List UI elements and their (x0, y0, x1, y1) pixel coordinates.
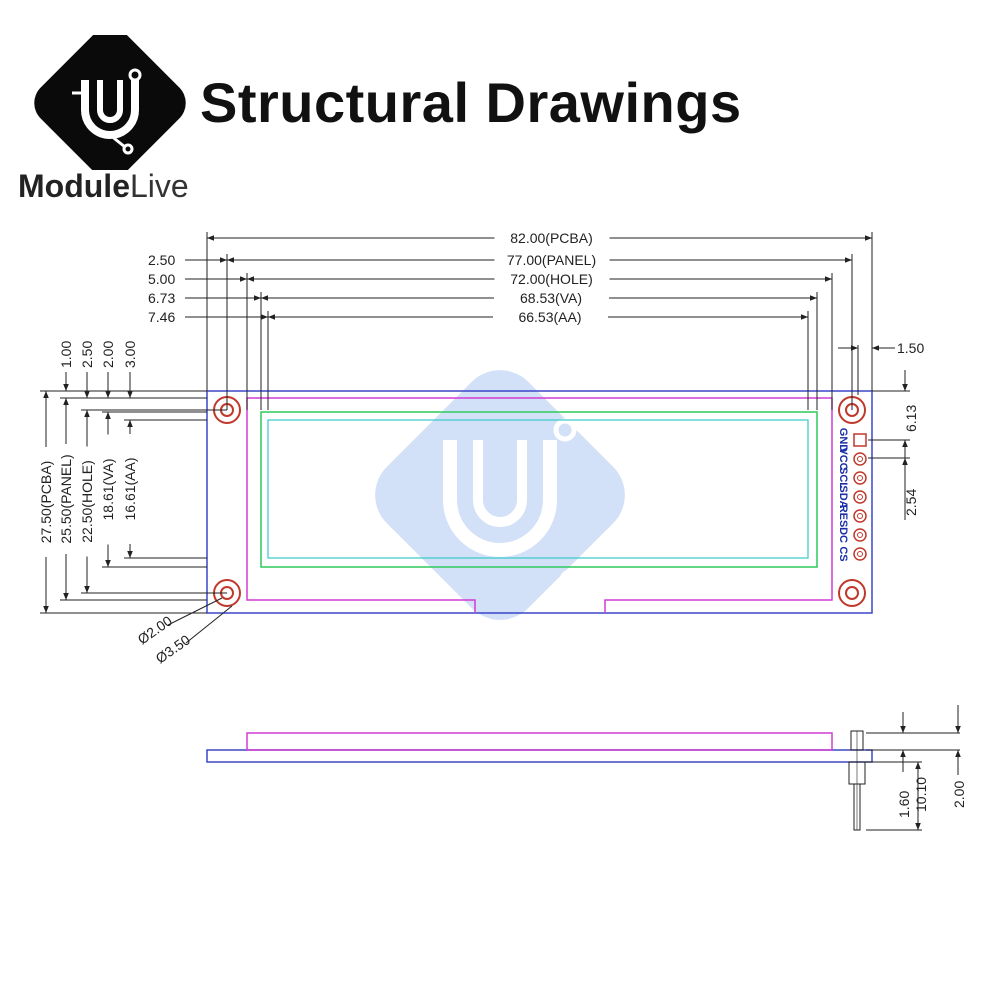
brand-bold: Module (18, 168, 130, 204)
pin-label: DC (837, 527, 849, 543)
pin-pad (853, 528, 867, 542)
dim-offset-label: 2.50 (148, 252, 175, 268)
side-view (206, 730, 873, 831)
pin-label: SDA (837, 485, 849, 508)
pin-pad (853, 490, 867, 504)
pcb-outline (206, 390, 873, 614)
vertical-dimensions: 27.50(PCBA)25.50(PANEL) 22.50(HOLE) 18.61(… (38, 341, 227, 614)
brand-light: Live (129, 168, 189, 204)
dim-value-label: 18.61(VA) (100, 459, 116, 521)
watermark-logo-icon (375, 370, 625, 620)
dim-offset-label: 3.00 (122, 341, 138, 368)
dim-value-label: 66.53(AA) (518, 309, 581, 325)
dim-offset-label: 5.00 (148, 271, 175, 287)
hole-leader (167, 597, 233, 644)
dim-offset-label: 2.00 (100, 341, 116, 368)
side-dim-total: 2.00 (951, 781, 967, 808)
dim-value-label: 25.50(PANEL) (58, 454, 74, 543)
pin-hole (857, 551, 863, 557)
dim-offset-label: 6.73 (148, 290, 175, 306)
right-dimensions (838, 345, 910, 520)
pin-label: SCL (837, 467, 849, 489)
dim-offset-label: 7.46 (148, 309, 175, 325)
pin-hole (857, 494, 863, 500)
dim-value-label: 16.61(AA) (122, 457, 138, 520)
dim-value-label: 22.50(HOLE) (79, 460, 95, 542)
pin-pad (853, 471, 867, 485)
pin-hole (857, 456, 863, 462)
brand-name: ModuleLive (18, 168, 189, 205)
side-dimensions (866, 705, 961, 831)
dim-offset-label: 2.50 (79, 341, 95, 368)
dim-value-label: 82.00(PCBA) (510, 230, 592, 246)
pin-hole (857, 513, 863, 519)
dim-value-label: 72.00(HOLE) (510, 271, 592, 287)
dim-value-label: 77.00(PANEL) (507, 252, 596, 268)
pin-hole (857, 475, 863, 481)
dim-label-right-1: 1.50 (897, 340, 924, 356)
page-title: Structural Drawings (200, 71, 742, 134)
dim-label-right-3: 2.54 (903, 489, 919, 516)
dim-offset-label: 1.00 (58, 341, 74, 368)
side-dim-pcb: 1.60 (896, 791, 912, 818)
pin-hole (857, 532, 863, 538)
modulelive-logo-icon (30, 27, 190, 179)
pin-label: RES (837, 505, 849, 528)
mounting-hole (838, 579, 866, 607)
dim-value-label: 27.50(PCBA) (38, 461, 54, 543)
horizontal-dimensions: 82.00(PCBA) 77.00(PANEL) 2.50 72.00(HOLE) 5.… (148, 230, 873, 410)
dim-label-right-2: 6.13 (903, 405, 919, 432)
pin-pad (853, 509, 867, 523)
pin-pad (853, 547, 867, 561)
pin-label: CS (837, 546, 849, 561)
va-outline (260, 411, 818, 568)
dim-value-label: 68.53(VA) (520, 290, 582, 306)
aa-outline (267, 419, 809, 559)
side-dim-pin: 10.10 (913, 777, 929, 812)
panel-outline (246, 397, 833, 613)
pin-label: VCC (837, 447, 849, 470)
pin-pad (853, 452, 867, 466)
pin-label: GND (837, 428, 849, 453)
pin-pad-square (853, 433, 867, 447)
